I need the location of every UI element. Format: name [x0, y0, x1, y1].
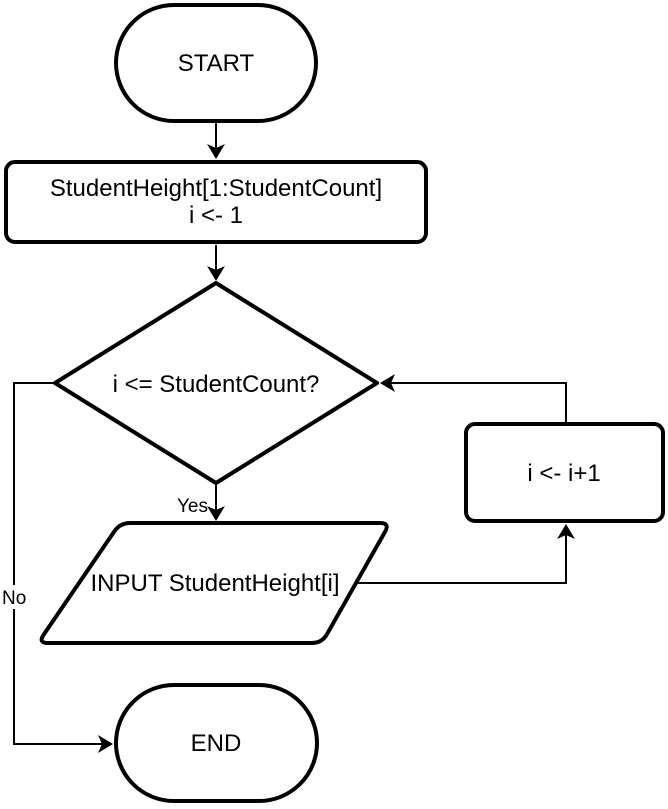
edge-label-yes: Yes	[177, 496, 208, 517]
node-init-shape	[4, 160, 428, 244]
node-increment: i <- i+1	[464, 422, 665, 523]
node-start: START	[114, 3, 318, 123]
edge-condition-yes: Yes	[177, 485, 225, 521]
node-start-shape	[114, 3, 318, 123]
edge-condition-no-line	[13, 382, 102, 745]
node-input-shape	[39, 521, 389, 645]
edge-label-no-backdrop	[0, 585, 30, 609]
node-increment-shape	[464, 422, 665, 523]
node-init-label-line1: StudentHeight[1:StudentCount]	[50, 175, 382, 202]
edge-input-to-increment	[356, 524, 575, 584]
edge-input-to-increment-arrowhead	[557, 524, 575, 539]
node-end-shape	[114, 683, 319, 803]
node-condition: i <= StudentCount?	[53, 281, 379, 485]
edge-condition-yes-arrowhead	[207, 506, 225, 521]
node-condition-label: i <= StudentCount?	[113, 371, 320, 398]
node-end-label: END	[191, 730, 242, 757]
node-init-label-line2: i <- 1	[189, 202, 243, 229]
edge-increment-to-condition-arrowhead	[380, 374, 395, 392]
edge-init-to-condition	[207, 245, 225, 281]
edge-increment-to-condition	[380, 374, 567, 422]
edge-init-to-condition-arrowhead	[207, 266, 225, 281]
edge-increment-to-condition-line	[391, 382, 567, 422]
node-condition-shape	[53, 281, 379, 485]
edge-start-to-init	[207, 123, 225, 159]
edge-label-no: No	[2, 588, 26, 609]
node-init: StudentHeight[1:StudentCount] i <- 1	[4, 160, 428, 244]
edge-condition-no: No	[0, 382, 113, 753]
edge-condition-no-arrowhead	[98, 735, 113, 753]
node-end: END	[114, 683, 319, 803]
node-input: INPUT StudentHeight[i]	[39, 521, 389, 645]
node-input-label: INPUT StudentHeight[i]	[90, 570, 339, 597]
edge-start-to-init-arrowhead	[207, 144, 225, 159]
node-increment-label: i <- i+1	[527, 460, 600, 487]
node-start-label: START	[178, 50, 255, 77]
edge-input-to-increment-line	[356, 535, 567, 584]
